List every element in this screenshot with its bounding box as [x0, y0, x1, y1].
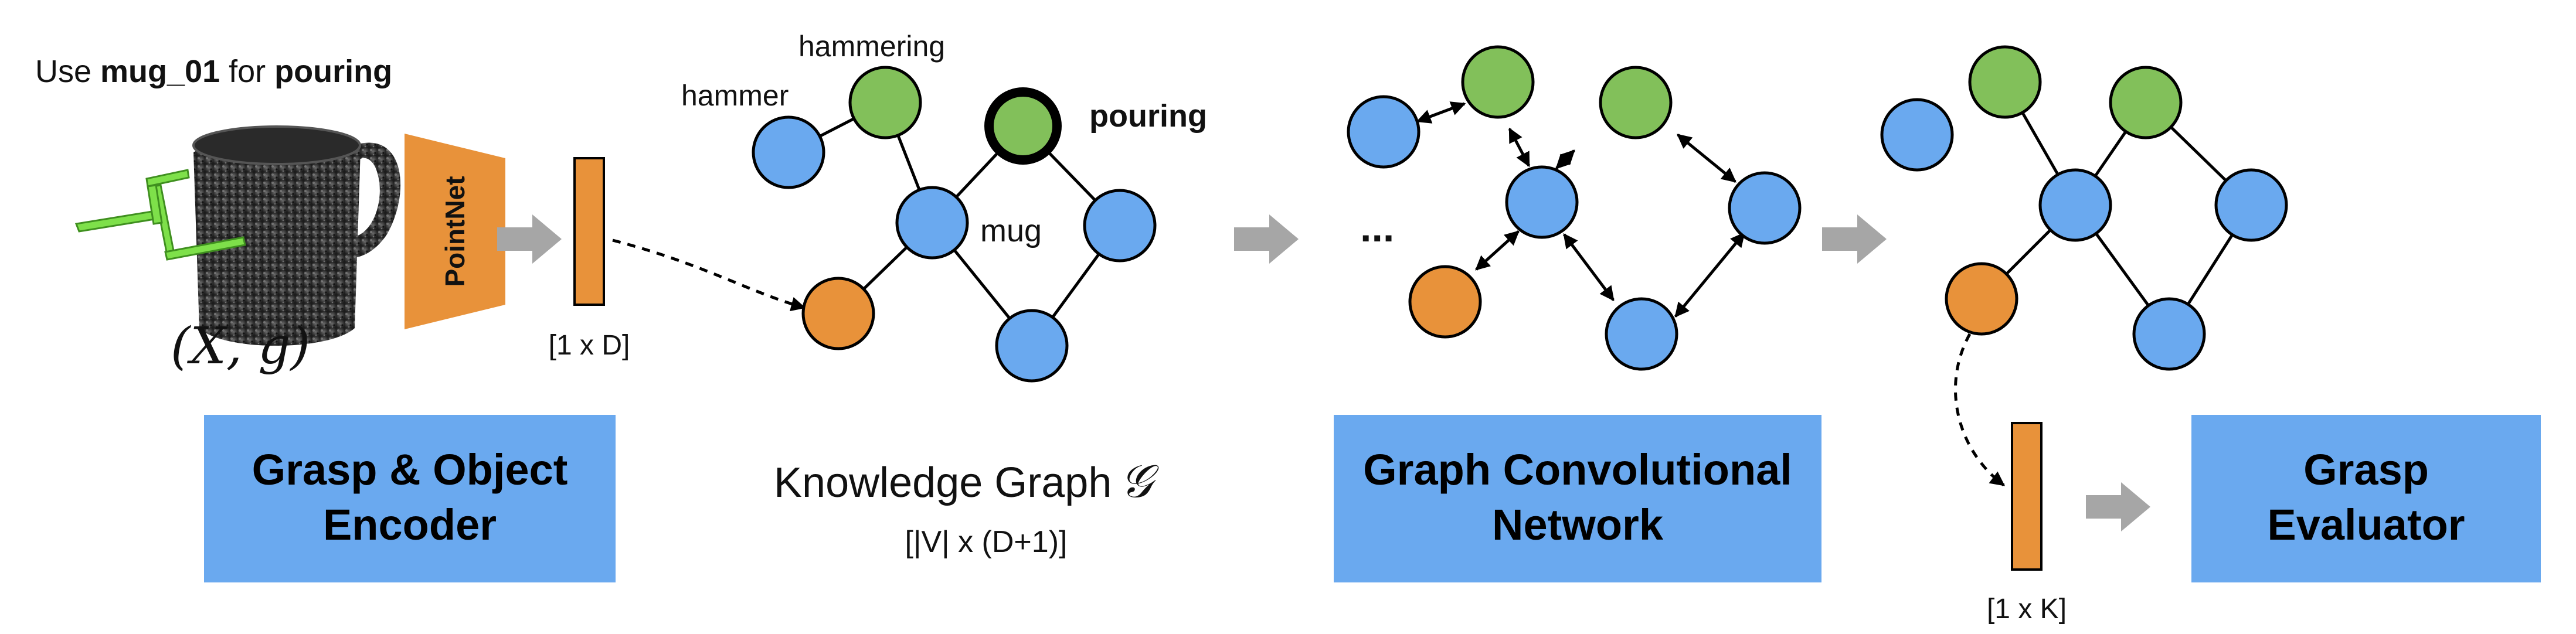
output-vector — [2011, 422, 2043, 571]
caption-middle: for — [220, 54, 274, 89]
gcn-node — [1461, 45, 1535, 119]
gcn-edge — [1508, 127, 1531, 168]
gcn-line-2: Network — [1492, 500, 1664, 549]
encoder-line-2: Encoder — [323, 500, 497, 549]
gcn-node — [1505, 165, 1579, 239]
output-node — [2214, 168, 2288, 242]
output-node — [2132, 297, 2206, 371]
ellipsis: ... — [1360, 204, 1394, 250]
output-node-input — [1945, 262, 2018, 336]
evaluator-line-1: Grasp — [2303, 445, 2429, 494]
gcn-edge — [1677, 134, 1736, 183]
node-label-hammering: hammering — [798, 30, 945, 63]
encoder-box: Grasp & Object Encoder — [204, 415, 616, 582]
output-node — [1968, 45, 2042, 119]
gcn-node — [1408, 265, 1482, 339]
output-node — [2109, 66, 2183, 139]
embedding-label: [1 x D] — [549, 330, 630, 361]
node-label-mug: mug — [980, 213, 1042, 248]
gcn-line-1: Graph Convolutional — [1363, 445, 1792, 494]
knowledge-graph — [752, 66, 1157, 383]
gcn-graph — [1347, 45, 1802, 371]
mug-point-cloud-image — [74, 125, 401, 346]
gcn-box: Graph Convolutional Network — [1334, 415, 1821, 582]
caption-prefix: Use — [35, 54, 100, 89]
flow-arrow-4 — [2086, 482, 2150, 531]
evaluator-line-2: Evaluator — [2267, 500, 2465, 549]
embedding-vector — [573, 157, 605, 306]
evaluator-box: Grasp Evaluator — [2191, 415, 2541, 582]
graph-node-mug — [895, 186, 969, 260]
flow-arrow-3 — [1822, 214, 1887, 264]
node-label-pouring: pouring — [1089, 98, 1207, 134]
caption-task: pouring — [274, 54, 392, 89]
graph-dims: [|V| x (D+1)] — [905, 525, 1068, 559]
gcn-node — [1605, 297, 1678, 371]
task-caption: Use mug_01 for pouring — [35, 54, 392, 89]
gcn-edge — [1555, 149, 1575, 169]
graph-node — [1083, 189, 1157, 263]
node-to-output-arrow — [1953, 333, 2006, 487]
graph-node-input — [801, 277, 875, 350]
gcn-node — [1599, 66, 1673, 139]
output-label: [1 x K] — [1987, 594, 2067, 625]
gcn-edge — [1563, 233, 1615, 301]
gcn-node — [1347, 95, 1420, 169]
gcn-box-bg — [1334, 415, 1821, 582]
graph-node-pouring — [984, 87, 1062, 165]
caption-object: mug_01 — [100, 54, 220, 89]
embedding-to-graph-arrow — [612, 238, 806, 312]
graph-node-hammer — [752, 115, 825, 189]
encoder-line-1: Grasp & Object — [252, 445, 568, 494]
flow-arrow-1 — [497, 214, 562, 264]
encoder-box-bg — [204, 415, 616, 582]
gcn-edge — [1416, 101, 1466, 124]
node-label-hammer: hammer — [681, 79, 789, 112]
output-node — [2038, 168, 2112, 242]
graph-title-symbol: 𝒢 — [1120, 455, 1159, 508]
gcn-node — [1728, 171, 1802, 245]
graph-node-hammering — [848, 66, 922, 139]
pointnet-block — [405, 134, 505, 329]
pointnet-label: PointNet — [440, 176, 470, 287]
gcn-edge — [1674, 232, 1745, 318]
input-label: (X, g) — [171, 317, 310, 376]
output-graph — [1880, 45, 2288, 371]
gcn-edge — [1475, 230, 1520, 271]
output-node — [1880, 98, 1954, 172]
flow-arrow-2 — [1234, 214, 1299, 264]
graph-node — [995, 309, 1069, 383]
evaluator-box-bg — [2191, 415, 2541, 582]
graph-title-text: Knowledge Graph — [774, 459, 1112, 506]
